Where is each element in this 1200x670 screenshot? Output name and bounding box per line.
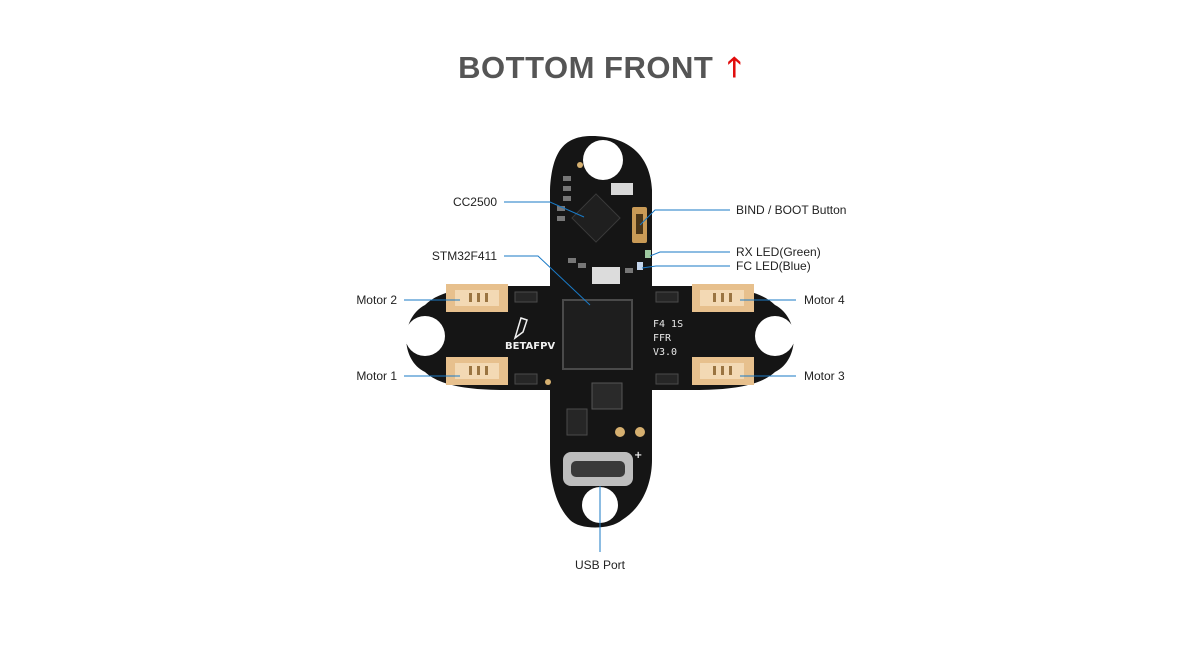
voltage-regulator [591,382,623,410]
component [577,162,583,168]
usb-port-label: USB Port [575,558,626,572]
solder-pad [635,427,645,437]
motor4-label: Motor 4 [804,293,845,307]
model-line-2: FFR [653,333,672,344]
bind-boot-label: BIND / BOOT Button [736,203,846,217]
brand-logo-text: BETAFPV [505,341,555,352]
component [578,263,586,268]
component [514,291,538,303]
plus-mark: + [634,450,642,461]
bind-boot-leader-line [639,209,730,226]
rx-led [645,250,651,258]
component [557,216,565,221]
stm32-leader-line [504,255,591,306]
rx-led-leader-line [649,251,730,257]
motor-1-connector [446,357,508,385]
component [563,196,571,201]
fc-led [637,262,643,270]
mount-hole-top [583,140,623,180]
motor1-label: Motor 1 [356,369,397,383]
component [568,258,576,263]
component [625,268,633,273]
title-text: BOTTOM FRONT [458,50,714,85]
motor-2-connector [446,284,508,312]
stm32f411-chip [562,299,633,370]
model-line-1: F4 1S [653,319,683,330]
mount-hole-right [755,316,795,356]
model-line-3: V3.0 [653,347,677,358]
component [557,206,565,211]
page-title: BOTTOM FRONT 🡑 [0,50,1200,96]
rx-led-label: RX LED(Green) [736,245,821,259]
mount-hole-left [405,316,445,356]
motor-4-connector [692,284,754,312]
component [655,291,679,303]
cc2500-chip [571,193,621,243]
cc2500-leader-line [504,201,585,218]
motor3-label: Motor 3 [804,369,845,383]
component [563,186,571,191]
usb-port-opening [571,461,625,477]
component [566,408,588,436]
component [655,373,679,385]
component [545,379,551,385]
component [563,176,571,181]
crystal [592,267,620,284]
stm32-label: STM32F411 [432,249,497,263]
up-arrow-icon: 🡑 [727,52,742,82]
fc-led-leader-line [641,265,730,269]
component [514,373,538,385]
fc-led-label: FC LED(Blue) [736,259,811,273]
motor2-label: Motor 2 [356,293,397,307]
cc2500-label: CC2500 [453,195,497,209]
brand-logo-icon [513,317,528,340]
crystal-small [611,183,633,195]
bind-boot-button-cap [636,214,643,234]
motor-3-connector [692,357,754,385]
solder-pad [615,427,625,437]
